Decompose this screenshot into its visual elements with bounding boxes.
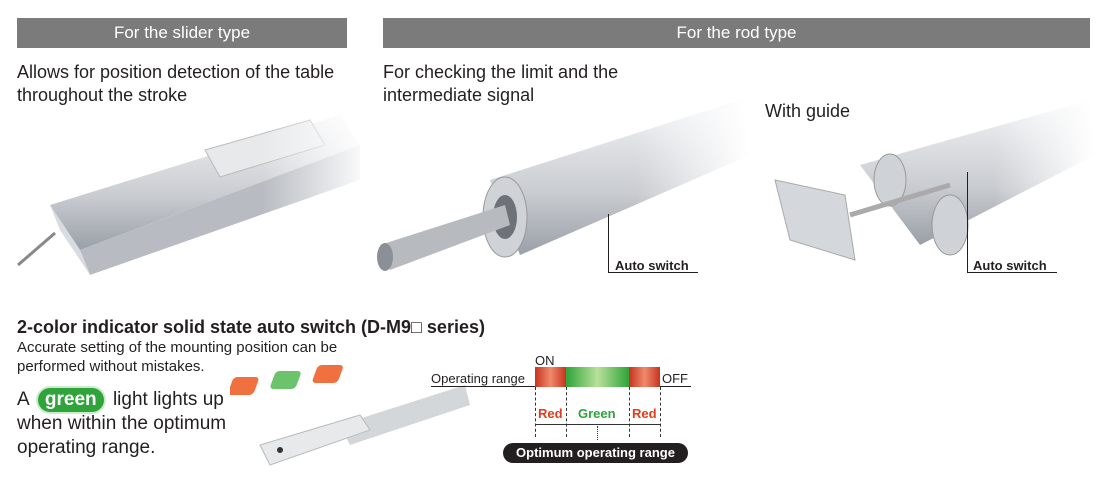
rod-cylinder-image [370, 95, 750, 285]
rod-desc-line: For checking the limit and the [383, 62, 619, 82]
guide-label: With guide [765, 101, 851, 121]
header-rod-type: For the rod type [383, 18, 1090, 48]
slider-desc-line: Allows for position detection of the tab… [17, 62, 335, 82]
slider-actuator-image [10, 105, 370, 290]
red-label-right: Red [632, 406, 657, 421]
range-divider [535, 387, 536, 437]
red-label-left: Red [538, 406, 563, 421]
light-line: when within the optimum [17, 413, 227, 434]
green-segment [566, 367, 629, 387]
green-label: Green [578, 406, 616, 421]
red-segment-right [629, 367, 660, 387]
switch-section-title: 2-color indicator solid state auto switc… [17, 317, 485, 337]
subtitle-line: Accurate setting of the mounting positio… [17, 339, 338, 356]
range-divider [660, 387, 661, 437]
auto-switch-label-rod: Auto switch [615, 258, 689, 273]
text-a: A [17, 389, 29, 410]
switch-section-subtitle: Accurate setting of the mounting positio… [17, 338, 337, 376]
range-divider [566, 387, 567, 437]
on-label: ON [535, 353, 555, 368]
slider-description: Allows for position detection of the tab… [17, 61, 334, 107]
optimum-range-pill: Optimum operating range [503, 443, 688, 463]
auto-switch-leader-line [967, 172, 968, 272]
text-light-lights-up: light lights up [112, 389, 224, 410]
auto-switch-leader-line [608, 214, 609, 272]
green-light-text: A green light lights up when within the … [17, 388, 226, 460]
rod-description: For checking the limit and the intermedi… [383, 61, 618, 107]
red-segment-left [535, 367, 566, 387]
light-line: operating range. [17, 437, 156, 458]
auto-switch-underline [608, 272, 698, 273]
optimum-arrow [597, 426, 598, 440]
auto-switch-image [230, 365, 470, 466]
subtitle-line: performed without mistakes. [17, 358, 205, 375]
rod-desc-line: intermediate signal [383, 85, 535, 105]
header-slider-type: For the slider type [17, 18, 347, 48]
range-arrows [536, 424, 660, 425]
guide-cylinder-image [760, 95, 1095, 295]
range-divider [629, 387, 630, 437]
operating-range-label: Operating range [431, 371, 525, 386]
green-badge: green [37, 388, 104, 412]
off-label: OFF [662, 371, 688, 386]
auto-switch-label-guide: Auto switch [973, 258, 1047, 273]
auto-switch-underline [967, 272, 1057, 273]
slider-desc-line: throughout the stroke [17, 85, 188, 105]
